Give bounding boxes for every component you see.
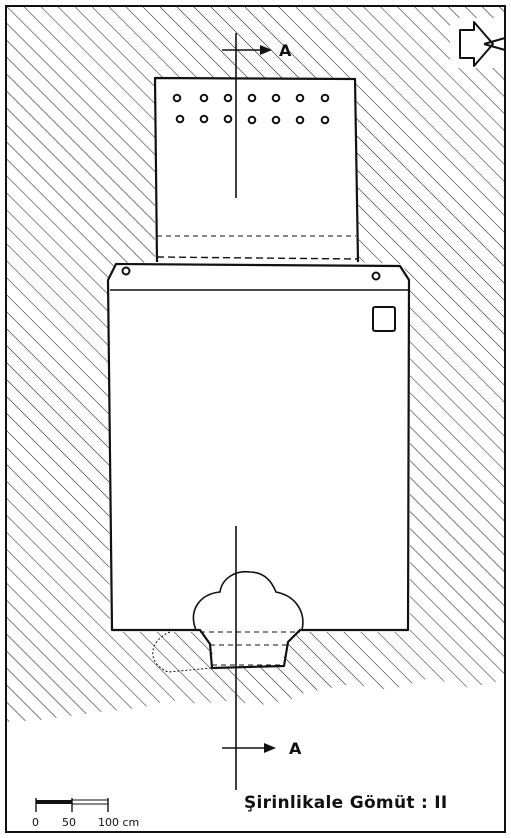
section-marker-bottom: A [289,739,302,758]
scale-label-50: 50 [62,816,76,829]
corner-hole-right [371,271,381,281]
drawing-title: Şirinlikale Gömüt : II [244,793,448,813]
north-arrow-icon [450,18,508,68]
chamber-outline [106,262,411,670]
section-marker-top: A [279,41,292,60]
dashed-line-lower [156,256,359,260]
section-arrowhead-top-icon [260,45,272,55]
dowel-holes [172,93,330,125]
corner-hole-left [121,266,131,276]
dotted-curve [152,631,213,673]
scale-label-0: 0 [32,816,39,829]
drawing-frame [5,5,506,833]
scale-bar [35,798,109,812]
entrance-niche [192,570,304,631]
rock-hatched-area [6,6,505,722]
small-niche [372,306,396,332]
section-arrowhead-bottom-icon [264,743,276,753]
dromos-outline [153,76,360,263]
scale-label-100: 100 cm [98,816,139,829]
